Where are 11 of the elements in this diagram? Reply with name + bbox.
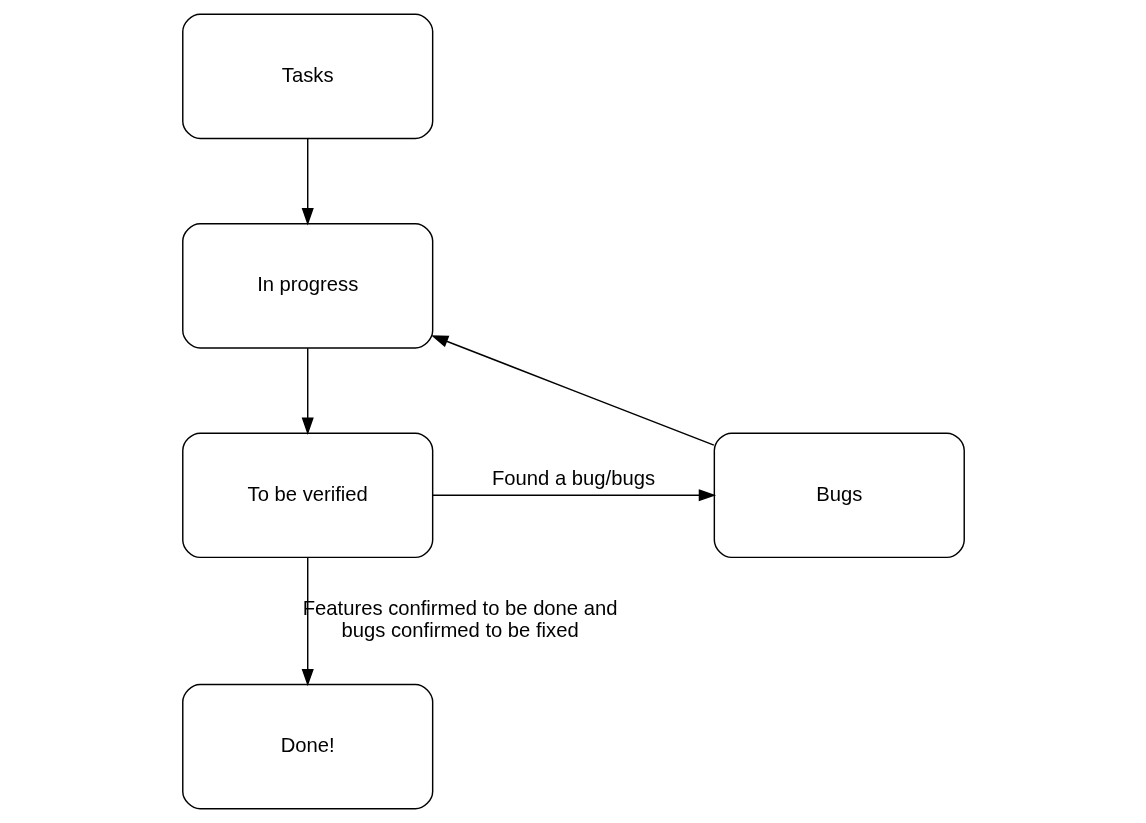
arrow	[301, 556, 314, 687]
node-box: To be verified	[181, 432, 433, 559]
node-box: Bugs	[713, 432, 965, 559]
node-box: Done!	[181, 683, 433, 810]
node-box: Tasks	[181, 13, 433, 140]
arrow	[301, 347, 314, 435]
arrow	[431, 489, 716, 502]
edge-label: Found a bug/bugs	[491, 467, 655, 490]
node-box: In progress	[181, 223, 433, 349]
arrow	[430, 335, 715, 446]
arrow	[301, 137, 314, 226]
